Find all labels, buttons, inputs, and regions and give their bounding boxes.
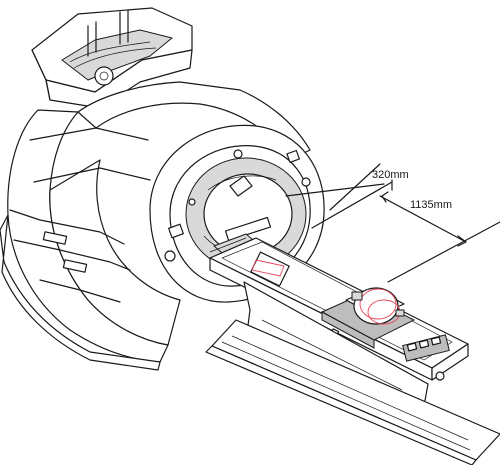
table-base: [205, 281, 500, 465]
top-service-cabinet: [31, 7, 193, 109]
bore-diameter-label: 320mm: [372, 169, 409, 181]
magnet-outer-shell: [0, 81, 311, 371]
table-travel-label: 1135mm: [410, 199, 452, 211]
dimension-lines: [285, 163, 500, 283]
patient-table: [209, 233, 469, 387]
